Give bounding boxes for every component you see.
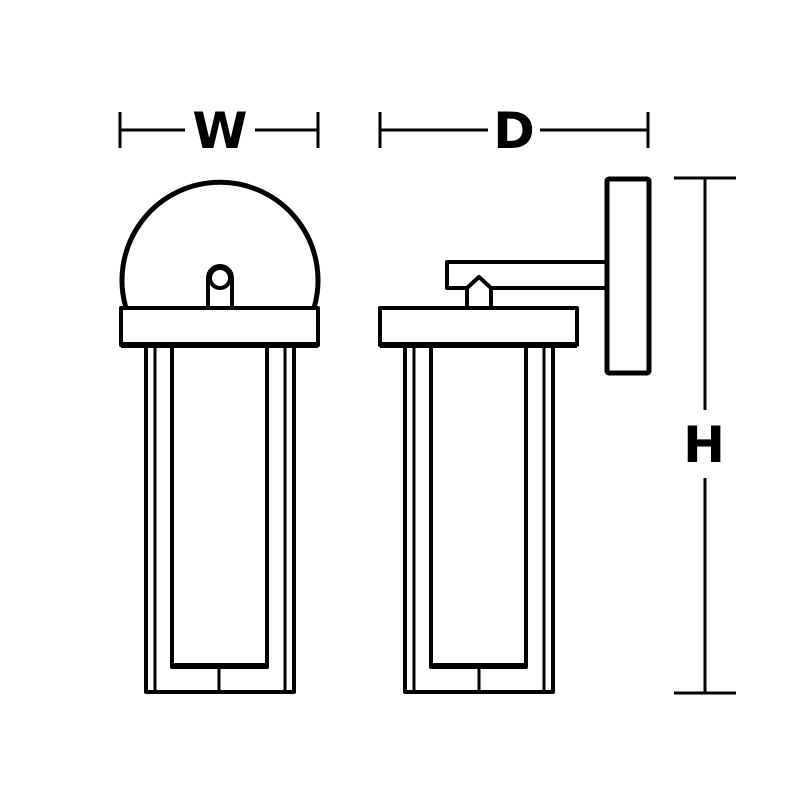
depth-label: D: [493, 102, 535, 160]
glass: [170, 346, 269, 669]
height-label: H: [683, 416, 725, 474]
frame: [144, 344, 296, 694]
top-cap: [119, 306, 320, 347]
depth-dimension: D: [378, 102, 650, 160]
height-dimension: H: [674, 176, 736, 695]
side-view: [378, 176, 652, 694]
side-frame: [403, 344, 555, 694]
wall-plate: [604, 176, 652, 376]
dome-backplate: [119, 179, 321, 309]
side-top-cap: [378, 306, 579, 347]
front-view: [119, 179, 321, 694]
width-label: W: [192, 102, 247, 160]
width-dimension: W: [118, 102, 320, 160]
arm: [445, 260, 607, 290]
finial: [465, 275, 493, 307]
side-glass: [429, 346, 528, 669]
